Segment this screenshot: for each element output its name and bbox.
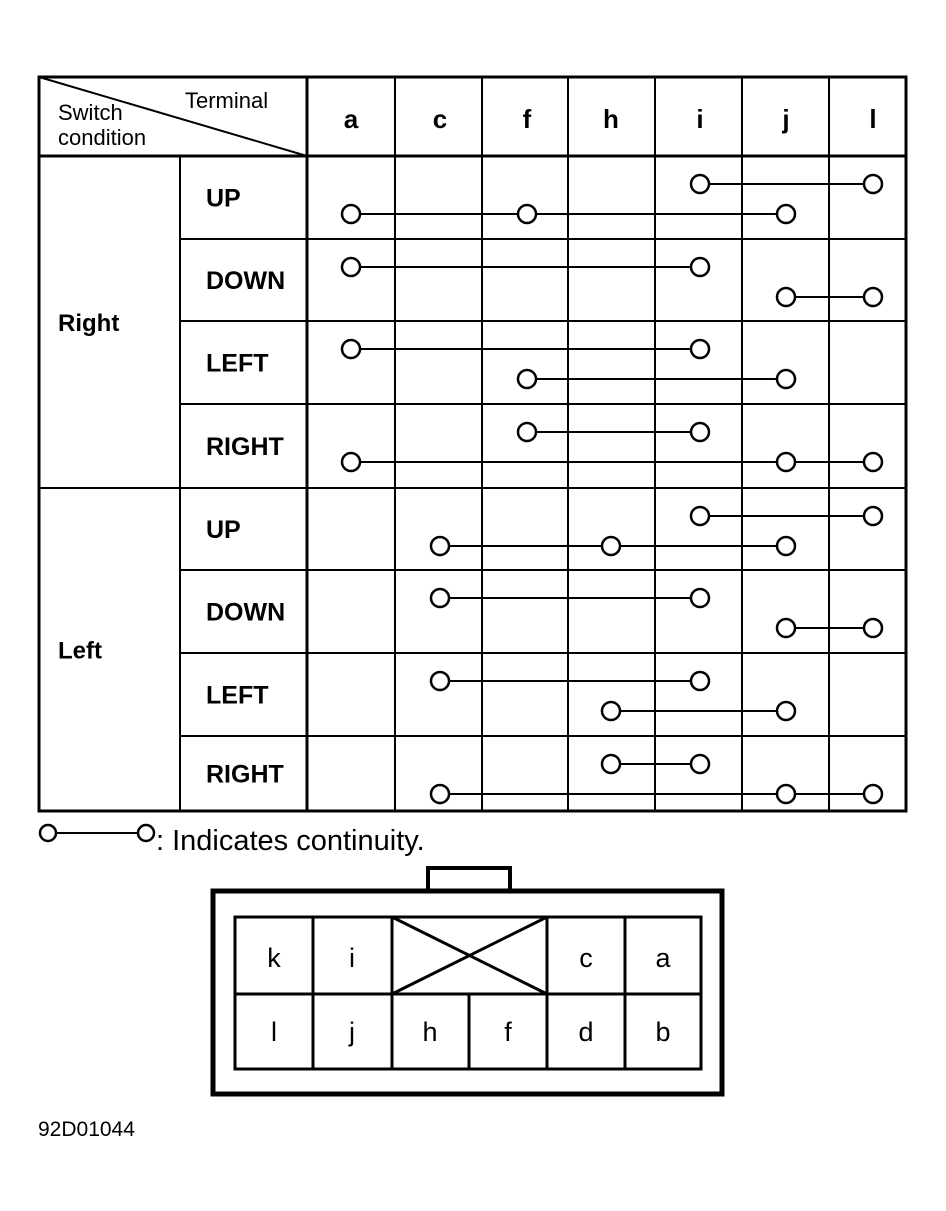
- x-cross-icon: [391, 915, 548, 996]
- continuity-line: [600, 753, 711, 775]
- terminal-node-j: [775, 368, 797, 390]
- continuity-symbol-icon: [38, 823, 156, 843]
- table-grid: [37, 75, 908, 813]
- terminal-node-a: [340, 256, 362, 278]
- continuity-line: [340, 203, 797, 225]
- terminal-node-f: [516, 368, 538, 390]
- connector-pin-f: f: [504, 1017, 512, 1047]
- continuity-line: [689, 173, 884, 195]
- terminal-node-l: [862, 617, 884, 639]
- terminal-node-h: [600, 753, 622, 775]
- continuity-line: [516, 368, 797, 390]
- terminal-header-h: h: [603, 104, 619, 134]
- condition-label-up: UP: [206, 516, 241, 544]
- terminal-node-i: [689, 670, 711, 692]
- terminal-node-c: [429, 535, 451, 557]
- condition-label-down: DOWN: [206, 267, 285, 295]
- continuity-line: [600, 700, 797, 722]
- terminal-node-i: [689, 505, 711, 527]
- continuity-line: [775, 617, 884, 639]
- group-label-right: Right: [58, 310, 119, 337]
- continuity-line: [775, 286, 884, 308]
- terminal-node-j: [775, 783, 797, 805]
- terminal-node-j: [775, 286, 797, 308]
- connector-pin-b: b: [655, 1017, 670, 1047]
- connector-pin-i: i: [349, 943, 355, 973]
- terminal-header-c: c: [433, 104, 447, 134]
- terminal-node-a: [340, 338, 362, 360]
- terminal-node-i: [689, 338, 711, 360]
- terminal-node-l: [862, 451, 884, 473]
- terminal-node-c: [429, 670, 451, 692]
- terminal-header-i: i: [696, 104, 703, 134]
- connector-pin-k: k: [267, 943, 281, 973]
- terminal-header-a: a: [344, 104, 359, 134]
- continuity-line: [429, 670, 711, 692]
- terminal-node-l: [862, 505, 884, 527]
- terminal-node-i: [689, 753, 711, 775]
- switch-condition-header-line2: condition: [58, 125, 146, 150]
- continuity-line: [340, 338, 711, 360]
- terminal-node-i: [689, 256, 711, 278]
- connector-pin-c: c: [579, 943, 593, 973]
- terminal-node-a: [340, 451, 362, 473]
- figure-code: 92D01044: [38, 1118, 135, 1141]
- terminal-node-j: [775, 535, 797, 557]
- continuity-line: [429, 535, 797, 557]
- connector-pin-d: d: [578, 1017, 593, 1047]
- terminal-header: Terminal: [185, 88, 268, 113]
- connector-pin-l: l: [271, 1017, 277, 1047]
- connector-pin-h: h: [422, 1017, 437, 1047]
- terminal-header-j: j: [781, 104, 789, 134]
- continuity-line: [689, 505, 884, 527]
- terminal-node-j: [775, 617, 797, 639]
- terminal-node-j: [775, 203, 797, 225]
- connector-pin-labels: k i c a l j h f d b: [267, 943, 671, 1047]
- group-label-left: Left: [58, 638, 102, 665]
- condition-label-up: UP: [206, 185, 241, 213]
- terminal-node-i: [689, 173, 711, 195]
- terminal-header-l: l: [869, 104, 876, 134]
- connector-pin-j: j: [348, 1017, 355, 1047]
- continuity-line: [516, 421, 711, 443]
- continuity-line: [340, 451, 884, 473]
- terminal-node-h: [600, 535, 622, 557]
- terminal-node-c: [429, 587, 451, 609]
- continuity-line: [340, 256, 711, 278]
- terminal-node-l: [862, 173, 884, 195]
- continuity-line: [429, 783, 884, 805]
- terminal-node-l: [862, 286, 884, 308]
- condition-label-right: RIGHT: [206, 761, 284, 789]
- terminal-node-i: [689, 421, 711, 443]
- continuity-marks: [340, 173, 884, 805]
- terminal-node-i: [689, 587, 711, 609]
- terminal-node-l: [862, 783, 884, 805]
- condition-label-left: LEFT: [206, 350, 269, 378]
- terminal-node-j: [775, 451, 797, 473]
- legend: : Indicates continuity.: [38, 823, 425, 857]
- connector-face: [210, 866, 725, 1097]
- switch-condition-header-line1: Switch: [58, 100, 123, 125]
- condition-label-down: DOWN: [206, 599, 285, 627]
- terminal-node-j: [775, 700, 797, 722]
- terminal-node-f: [516, 203, 538, 225]
- terminal-header-f: f: [523, 104, 532, 134]
- legend-text: : Indicates continuity.: [156, 825, 425, 857]
- condition-label-right: RIGHT: [206, 433, 284, 461]
- terminal-node-h: [600, 700, 622, 722]
- condition-labels: UP DOWN LEFT RIGHT UP DOWN LEFT RIGHT: [206, 185, 285, 789]
- terminal-node-c: [429, 783, 451, 805]
- terminal-node-a: [340, 203, 362, 225]
- connector-pin-a: a: [655, 943, 671, 973]
- condition-label-left: LEFT: [206, 682, 269, 710]
- terminal-node-f: [516, 421, 538, 443]
- continuity-line: [429, 587, 711, 609]
